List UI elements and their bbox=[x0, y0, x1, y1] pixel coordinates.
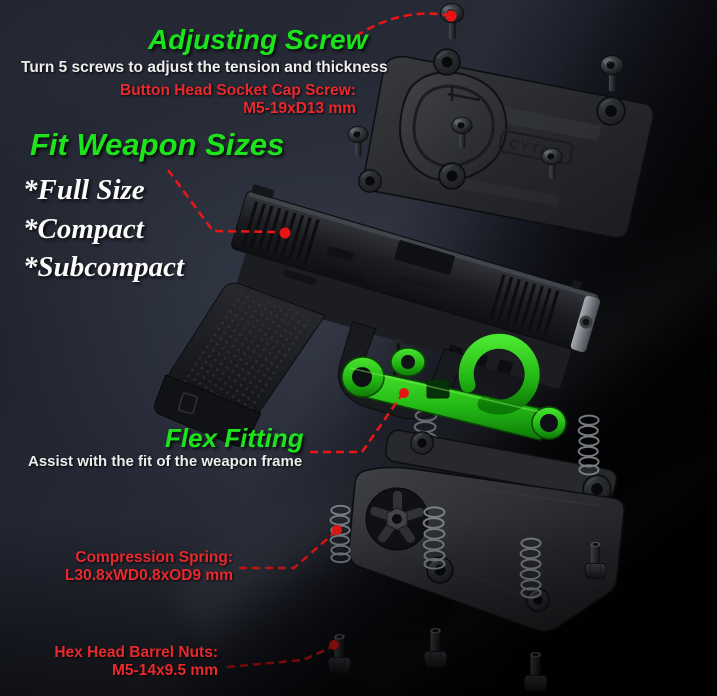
spec-title: Compression Spring: bbox=[75, 549, 233, 566]
screw-boss bbox=[596, 96, 626, 126]
label-button-head-screw-spec: Button Head Socket Cap Screw: M5-19xD13 … bbox=[120, 82, 356, 118]
hex-barrel-nut bbox=[423, 627, 448, 668]
adjusting-screw-inserted bbox=[347, 125, 369, 158]
adjusting-screw-floating bbox=[439, 3, 465, 40]
holster-back-plate: CYTAC bbox=[347, 48, 655, 239]
screw-boss bbox=[433, 48, 461, 76]
spec-title: Hex Head Barrel Nuts: bbox=[54, 644, 218, 661]
magazine-base bbox=[154, 374, 262, 447]
leader-adjusting-screw bbox=[355, 12, 447, 38]
weapon-size-list: *Full Size *Compact *Subcompact bbox=[23, 171, 184, 287]
size-item-compact: *Compact bbox=[23, 212, 144, 245]
label-flex-fitting-title: Flex Fitting bbox=[165, 423, 304, 453]
spec-value: M5-14x9.5 mm bbox=[112, 661, 218, 679]
compression-spring bbox=[577, 414, 600, 476]
spec-value: M5-19xD13 mm bbox=[243, 100, 356, 117]
holster-body bbox=[348, 429, 625, 633]
screw-boss bbox=[438, 162, 466, 190]
label-adjusting-screw-title: Adjusting Screw bbox=[148, 24, 368, 55]
front-sight bbox=[571, 280, 582, 290]
leader-compression-spring bbox=[239, 532, 335, 570]
takedown-lever bbox=[283, 269, 317, 285]
adjusting-screw-floating bbox=[599, 55, 625, 92]
hex-barrel-nut bbox=[327, 633, 352, 674]
screw-boss bbox=[358, 169, 382, 193]
spec-title: Button Head Socket Cap Screw: bbox=[120, 82, 356, 99]
slide-stop bbox=[321, 267, 365, 287]
leader-flex-fitting bbox=[310, 395, 403, 454]
flex-fitting-part bbox=[341, 333, 567, 441]
rear-sight bbox=[251, 184, 275, 199]
label-adjusting-screw-description: Turn 5 screws to adjust the tension and … bbox=[21, 59, 388, 76]
label-compression-spring-spec: Compression Spring: L30.8xWD0.8xOD9 mm bbox=[65, 549, 233, 584]
slide-serrations bbox=[242, 201, 560, 336]
screw-boss bbox=[526, 588, 550, 612]
label-hex-barrel-nuts-spec: Hex Head Barrel Nuts: M5-14x9.5 mm bbox=[54, 644, 218, 679]
leader-fit-weapon bbox=[166, 169, 280, 234]
tension-adjust-wheel bbox=[365, 487, 429, 551]
size-item-full: *Full Size bbox=[23, 174, 145, 206]
label-flex-fitting-description: Assist with the fit of the weapon frame bbox=[28, 453, 303, 470]
size-item-subcompact: *Subcompact bbox=[23, 251, 185, 283]
leader-hex-nuts bbox=[226, 646, 331, 669]
ejection-port bbox=[394, 240, 455, 275]
spec-value: L30.8xWD0.8xOD9 mm bbox=[65, 566, 233, 584]
label-fit-weapon-sizes-title: Fit Weapon Sizes bbox=[30, 127, 285, 162]
screw-boss bbox=[410, 431, 434, 455]
hex-barrel-nut bbox=[523, 651, 548, 692]
